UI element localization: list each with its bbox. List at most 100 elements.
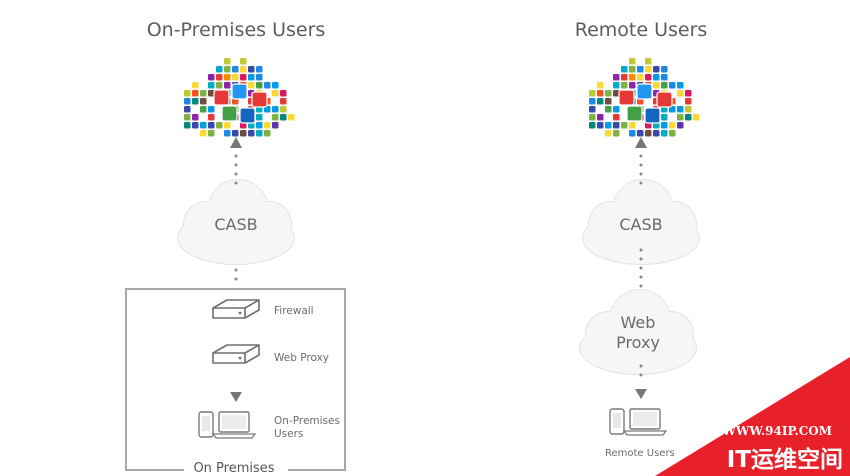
app-tile-icon [677, 114, 684, 121]
left-column-title: On-Premises Users [147, 19, 326, 41]
left-casb-label: CASB [214, 215, 257, 234]
featured-app-icon [213, 89, 230, 106]
app-tile-icon [192, 98, 199, 105]
app-tile-icon [184, 106, 191, 113]
app-tile-icon [613, 74, 620, 81]
app-tile-icon [653, 82, 660, 89]
watermark-url: WWW.94IP.COM [721, 424, 832, 438]
app-tile-icon [192, 122, 199, 129]
app-tile-icon [224, 66, 231, 73]
connector-dot [234, 163, 238, 167]
app-tile-icon [605, 130, 612, 137]
app-tile-icon [597, 90, 604, 97]
app-tile-icon [589, 114, 596, 121]
app-tile-icon [240, 122, 247, 129]
firewall-server-appliance-icon [212, 299, 260, 319]
app-tile-icon [661, 122, 668, 129]
app-tile-icon [589, 122, 596, 129]
connector-dot [639, 172, 643, 176]
app-tile-icon [597, 122, 604, 129]
watermark-name: IT运维空间 [727, 446, 843, 473]
featured-app-icon [644, 107, 661, 124]
app-tile-icon [240, 58, 247, 65]
watermark-banner: WWW.94IP.COM IT运维空间 [655, 357, 850, 476]
app-tile-icon [248, 66, 255, 73]
app-tile-icon [200, 90, 207, 97]
right-arrow-up [635, 137, 647, 148]
app-tile-icon [224, 130, 231, 137]
app-tile-icon [280, 106, 287, 113]
app-tile-icon [613, 122, 620, 129]
app-tile-icon [597, 114, 604, 121]
connector-dot [639, 181, 643, 185]
connector-dot [639, 373, 643, 377]
connector-dot [234, 181, 238, 185]
app-tile-icon [661, 114, 668, 121]
app-tile-icon [280, 114, 287, 121]
featured-app-icon [618, 89, 635, 106]
app-tile-icon [685, 98, 692, 105]
app-tile-icon [605, 90, 612, 97]
app-tile-icon [589, 90, 596, 97]
featured-app-icon [251, 91, 268, 108]
app-tile-icon [208, 90, 215, 97]
app-tile-icon [272, 114, 279, 121]
app-tile-icon [629, 74, 636, 81]
app-tile-icon [661, 74, 668, 81]
app-tile-icon [613, 130, 620, 137]
connector-dot [639, 266, 643, 270]
right-arrow-down [635, 389, 647, 399]
app-tile-icon [248, 74, 255, 81]
app-tile-icon [248, 122, 255, 129]
right-column-title: Remote Users [575, 19, 708, 41]
on-premises-users-label-line2: Users [274, 428, 303, 440]
app-tile-icon [264, 106, 271, 113]
app-tile-icon [605, 106, 612, 113]
app-tile-icon [661, 66, 668, 73]
app-tile-icon [637, 130, 644, 137]
app-tile-icon [589, 106, 596, 113]
app-tile-icon [216, 82, 223, 89]
connector-dot [639, 248, 643, 252]
left-app-cloud-icon [184, 58, 295, 137]
left-connector-top [230, 137, 242, 148]
featured-app-icon [221, 105, 238, 122]
app-tile-icon [208, 106, 215, 113]
left-arrow-up [230, 137, 242, 148]
app-tile-icon [653, 74, 660, 81]
app-tile-icon [677, 122, 684, 129]
right-web-proxy-label-line2: Proxy [616, 333, 660, 352]
app-tile-icon [621, 122, 628, 129]
app-tile-icon [232, 98, 239, 105]
app-tile-icon [184, 114, 191, 121]
app-tile-icon [256, 114, 263, 121]
app-tile-icon [192, 82, 199, 89]
app-tile-icon [256, 122, 263, 129]
featured-app-icon [636, 83, 653, 100]
connector-dot [639, 275, 643, 279]
featured-app-icon [239, 107, 256, 124]
app-tile-icon [256, 130, 263, 137]
app-tile-icon [661, 106, 668, 113]
app-tile-icon [629, 66, 636, 73]
app-tile-icon [669, 106, 676, 113]
app-tile-icon [629, 82, 636, 89]
app-tile-icon [645, 66, 652, 73]
app-tile-icon [256, 66, 263, 73]
connector-dot [234, 154, 238, 158]
app-tile-icon [621, 82, 628, 89]
connector-dot [639, 257, 643, 261]
app-tile-icon [232, 66, 239, 73]
app-tile-icon [216, 122, 223, 129]
right-connector-top [635, 137, 647, 148]
web-proxy-label: Web Proxy [274, 352, 329, 364]
app-tile-icon [272, 90, 279, 97]
app-tile-icon [597, 82, 604, 89]
connector-dot [234, 172, 238, 176]
dotted-connectors [234, 154, 643, 377]
app-tile-icon [661, 82, 668, 89]
app-tile-icon [240, 130, 247, 137]
app-tile-icon [264, 122, 271, 129]
app-tile-icon [613, 114, 620, 121]
app-tile-icon [589, 98, 596, 105]
